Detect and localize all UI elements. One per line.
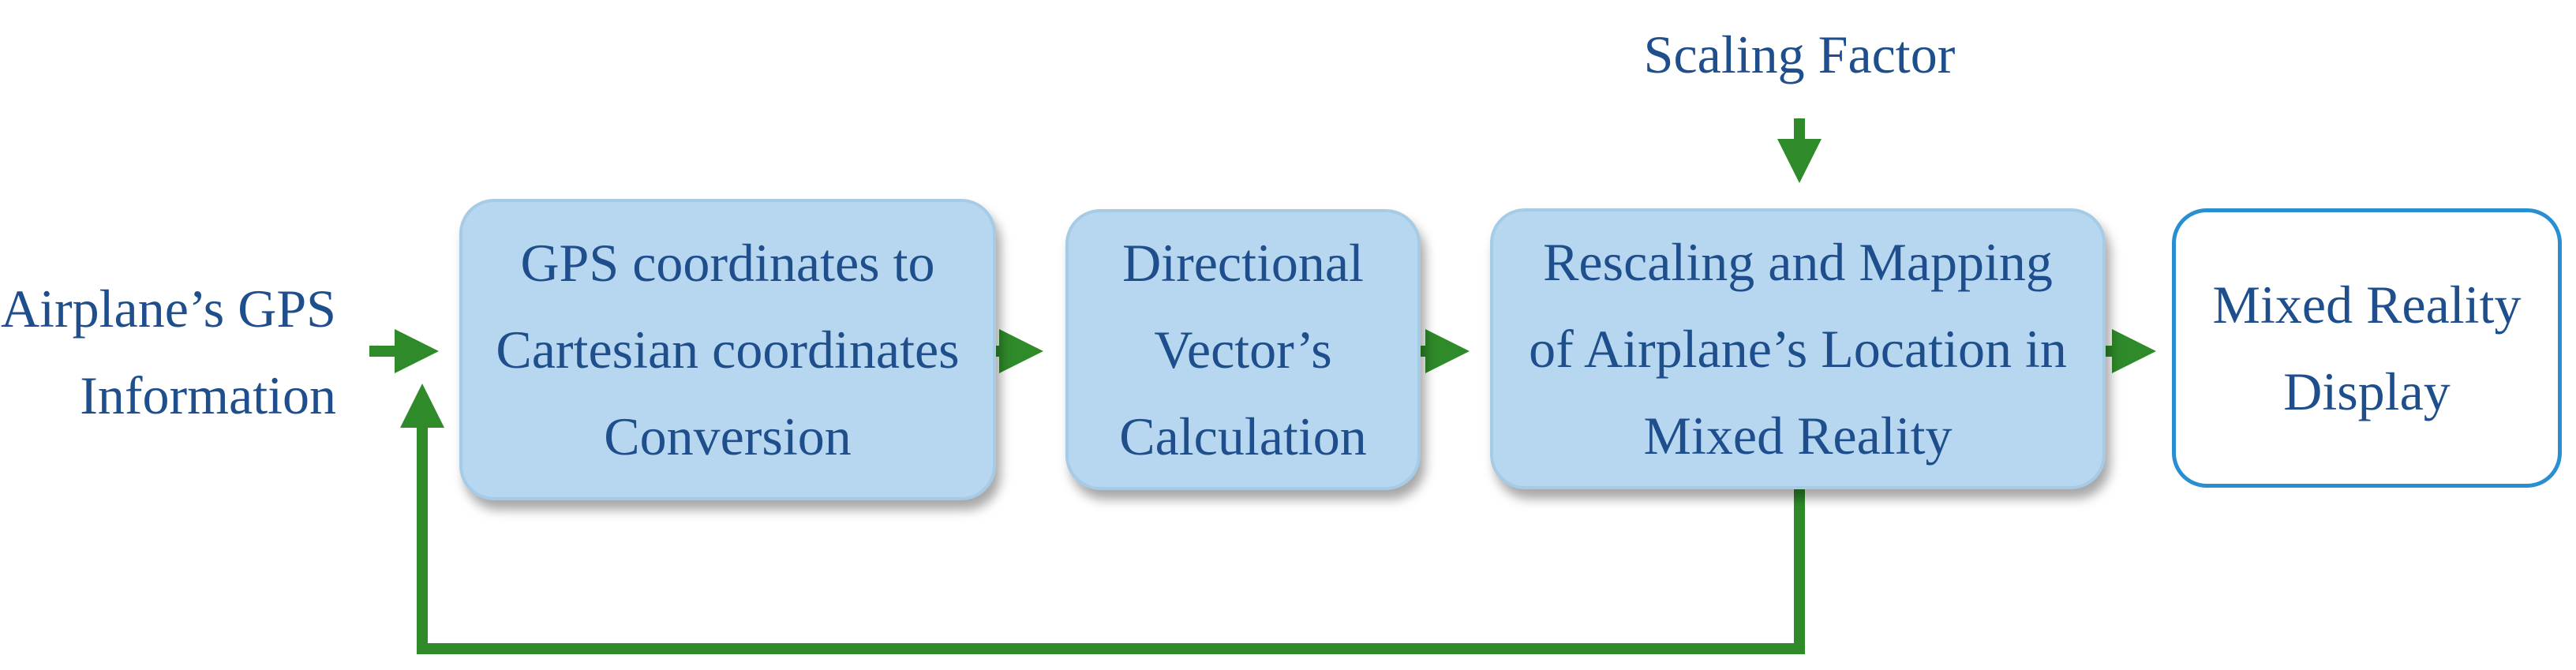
feedback-loop-arrow xyxy=(400,384,1805,654)
block-text-line: Cartesian coordinates xyxy=(496,320,960,380)
block-text-line: Vector’s xyxy=(1154,320,1332,380)
block-text-line: Directional xyxy=(1122,233,1364,293)
block-text-line: Calculation xyxy=(1119,406,1367,466)
block-text-line: GPS coordinates to xyxy=(520,233,935,293)
block-directional-vector-calculation: Directional Vector’s Calculation xyxy=(1065,209,1421,490)
input-label-line: Information xyxy=(80,365,336,425)
block-rescaling-and-mapping: Rescaling and Mapping of Airplane’s Loca… xyxy=(1490,208,2106,489)
block-text-line: Mixed Reality xyxy=(1643,406,1953,466)
block-text-line: Conversion xyxy=(604,406,852,466)
scaling-factor-label: Scaling Factor xyxy=(1642,11,1957,98)
block-text-line: Mixed Reality xyxy=(2212,275,2522,335)
input-label-line: Airplane’s GPS xyxy=(1,279,336,339)
scaling-factor-text: Scaling Factor xyxy=(1643,24,1956,84)
input-label-gps-information: Airplane’s GPS Information xyxy=(1,265,336,439)
block-mixed-reality-display: Mixed Reality Display xyxy=(2172,208,2562,488)
block-text-line: Display xyxy=(2283,361,2451,421)
block-text-line: Rescaling and Mapping xyxy=(1543,232,2053,292)
block-gps-to-cartesian-conversion: GPS coordinates to Cartesian coordinates… xyxy=(459,199,996,500)
block-text-line: of Airplane’s Location in xyxy=(1529,319,2067,379)
